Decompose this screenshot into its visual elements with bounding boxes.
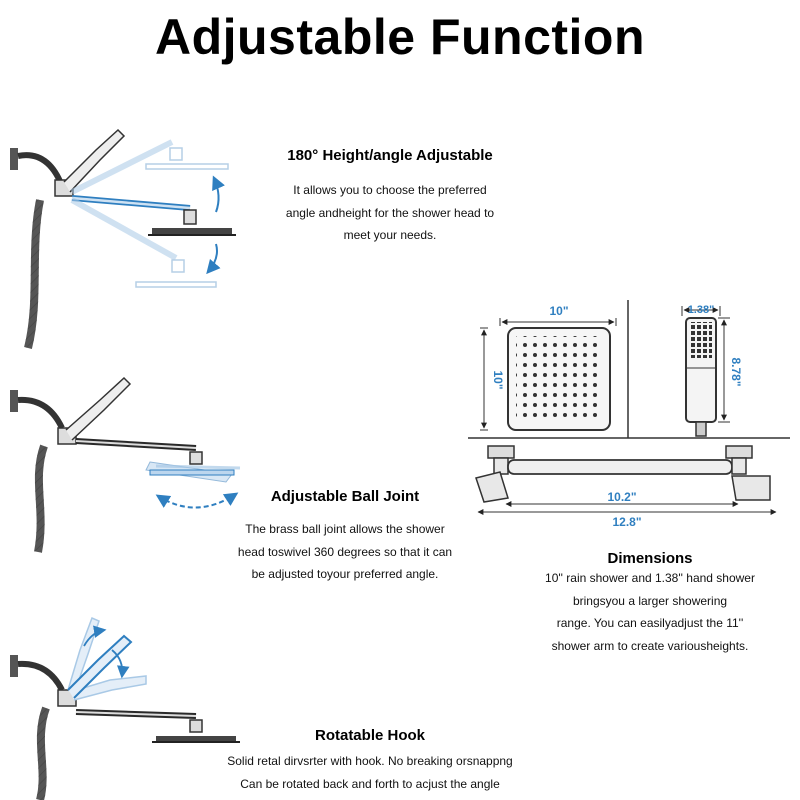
dim-head-width: 10" — [549, 304, 568, 318]
ball-joint-illustration — [10, 376, 241, 553]
rotate-arrow-down — [206, 243, 221, 275]
wall-flange — [10, 148, 18, 170]
feature-desc-dimensions: 10'' rain shower and 1.38'' hand shower … — [545, 571, 755, 653]
dim-arm-total: 12.8" — [612, 515, 641, 529]
feature-heading-height: 180° Height/angle Adjustable — [287, 147, 493, 164]
feature-desc-hook: Solid retal dirvsrter with hook. No brea… — [227, 754, 513, 791]
feature-desc-ball-joint: The brass ball joint allows the shower h… — [237, 522, 453, 581]
dim-arm-inner: 10.2" — [607, 490, 636, 504]
wall-pipe — [17, 660, 65, 692]
feature-heading-dimensions: Dimensions — [607, 550, 693, 567]
rotate-arrow-up — [212, 175, 225, 213]
extension-arm — [507, 459, 733, 475]
swivel-arrow — [155, 492, 239, 509]
feature-heading-ball-joint: Adjustable Ball Joint — [270, 488, 420, 505]
hand-shower — [63, 128, 126, 193]
dim-head-height: 10" — [491, 370, 505, 389]
rotate-arrow-down — [111, 649, 130, 679]
hand-shower — [65, 376, 132, 441]
dim-hand-width: 1.38" — [688, 304, 715, 316]
height-angle-illustration — [10, 128, 236, 349]
wall-pipe — [17, 396, 65, 430]
dim-hand-length: 8.78" — [729, 357, 743, 386]
rotatable-hook-illustration — [10, 617, 240, 800]
feature-desc-height: It allows you to choose the preferred an… — [285, 183, 495, 242]
feature-heading-hook: Rotatable Hook — [314, 727, 425, 744]
rotate-arrow-up — [83, 625, 107, 647]
wall-flange — [10, 655, 18, 677]
dimensions-illustration — [468, 300, 790, 515]
page-title: Adjustable Function — [154, 9, 646, 65]
wall-flange — [10, 390, 18, 412]
